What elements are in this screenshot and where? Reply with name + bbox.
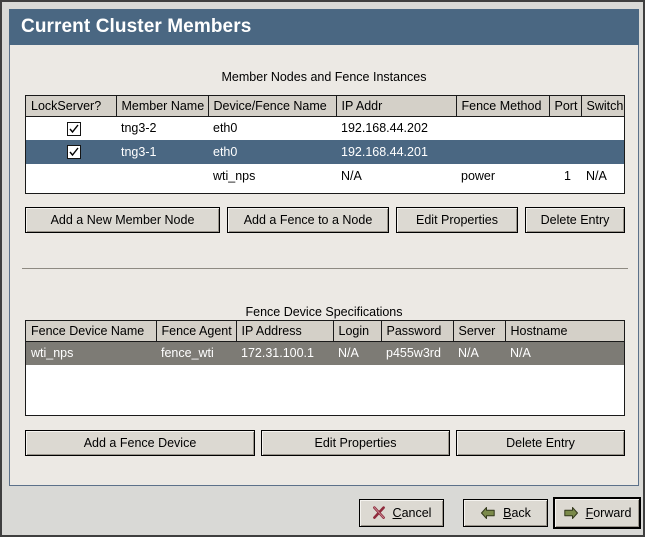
cell-fence-method: [456, 140, 549, 164]
fence-edit-properties-button[interactable]: Edit Properties: [261, 430, 450, 456]
cancel-accel-key: C: [392, 506, 402, 520]
forward-button[interactable]: Forward: [553, 497, 641, 529]
col-password[interactable]: Password: [381, 321, 454, 342]
member-edit-properties-button[interactable]: Edit Properties: [396, 207, 518, 233]
back-accel-key: B: [503, 506, 512, 520]
col-lockserver[interactable]: LockServer?: [26, 96, 117, 117]
cell-device-fence-name: eth0: [208, 140, 336, 164]
col-switch[interactable]: Switch: [581, 96, 624, 117]
cell-port: [549, 116, 581, 140]
cell-ip-addr: 192.168.44.201: [336, 140, 456, 164]
arrow-right-icon: [563, 506, 579, 520]
cell-member-name: [116, 164, 208, 188]
cell-fence-device-name: wti_nps: [26, 341, 156, 365]
col-device-fence-name[interactable]: Device/Fence Name: [208, 96, 337, 117]
cell-ip-addr: 192.168.44.202: [341, 121, 428, 136]
fence-delete-entry-button[interactable]: Delete Entry: [456, 430, 625, 456]
cell-member-name: tng3-2: [121, 121, 157, 136]
cell-device-fence-name: eth0: [213, 121, 238, 136]
cancel-x-icon: [372, 506, 386, 520]
cell-fence-method: power: [461, 169, 496, 183]
cancel-label-suffix: ancel: [401, 506, 432, 520]
cancel-button-label: Cancel: [393, 506, 432, 520]
forward-accel-key: F: [585, 506, 594, 520]
table-row[interactable]: wti_nps fence_wti 172.31.100.1 N/A p455w…: [26, 341, 624, 365]
lockserver-checkbox[interactable]: [66, 121, 81, 136]
col-fence-device-name[interactable]: Fence Device Name: [26, 321, 157, 342]
col-port[interactable]: Port: [549, 96, 582, 117]
table-row[interactable]: wti_nps N/A power 1 N/A: [26, 164, 624, 188]
button-label: Add a New Member Node: [50, 213, 195, 227]
forward-label-suffix: orward: [593, 506, 632, 520]
cell-hostname: N/A: [505, 341, 624, 365]
cell-port: [549, 140, 581, 164]
cell-fence-agent: fence_wti: [156, 341, 236, 365]
cell-fence-method: [456, 116, 549, 140]
cell-lockserver[interactable]: [26, 164, 116, 188]
button-label: Edit Properties: [416, 213, 498, 227]
cell-switch: [581, 140, 624, 164]
table-row[interactable]: tng3-1 eth0 192.168.44.201: [26, 140, 624, 164]
section-divider: [22, 268, 628, 269]
col-server[interactable]: Server: [453, 321, 506, 342]
dialog-footer: Cancel Back Forward: [4, 486, 643, 535]
page-title: Current Cluster Members: [21, 16, 252, 37]
add-fence-device-button[interactable]: Add a Fence Device: [25, 430, 255, 456]
col-fence-agent[interactable]: Fence Agent: [156, 321, 237, 342]
col-ip-addr[interactable]: IP Addr: [336, 96, 457, 117]
cell-member-name: tng3-1: [116, 140, 208, 164]
arrow-left-icon: [480, 506, 496, 520]
fence-devices-grid: Fence Device Name Fence Agent IP Address…: [26, 321, 624, 365]
cell-port: 1: [564, 169, 571, 183]
button-label: Edit Properties: [314, 436, 397, 450]
member-nodes-table[interactable]: LockServer? Member Name Device/Fence Nam…: [25, 95, 625, 194]
table-header-row: Fence Device Name Fence Agent IP Address…: [26, 321, 624, 342]
member-nodes-grid: LockServer? Member Name Device/Fence Nam…: [26, 96, 624, 188]
col-login[interactable]: Login: [333, 321, 382, 342]
col-ip-address[interactable]: IP Address: [236, 321, 334, 342]
lockserver-checkbox[interactable]: [66, 145, 81, 160]
cell-lockserver[interactable]: [26, 116, 116, 140]
add-fence-to-node-button[interactable]: Add a Fence to a Node: [227, 207, 389, 233]
cell-switch: [581, 116, 624, 140]
back-label-suffix: ack: [511, 506, 531, 520]
cell-lockserver[interactable]: [26, 140, 116, 164]
add-new-member-node-button[interactable]: Add a New Member Node: [25, 207, 220, 233]
back-button[interactable]: Back: [463, 499, 548, 527]
button-label: Delete Entry: [540, 213, 610, 227]
back-button-label: Back: [503, 506, 531, 520]
dialog-titlebar: Current Cluster Members: [9, 9, 639, 45]
fence-devices-table[interactable]: Fence Device Name Fence Agent IP Address…: [25, 320, 625, 416]
col-hostname[interactable]: Hostname: [505, 321, 624, 342]
forward-button-label: Forward: [586, 506, 632, 520]
table-row[interactable]: tng3-2 eth0 192.168.44.202: [26, 116, 624, 140]
cancel-button[interactable]: Cancel: [359, 499, 444, 527]
col-fence-method[interactable]: Fence Method: [456, 96, 550, 117]
member-delete-entry-button[interactable]: Delete Entry: [525, 207, 625, 233]
cell-password: p455w3rd: [381, 341, 453, 365]
col-member-name[interactable]: Member Name: [116, 96, 209, 117]
member-section-heading: Member Nodes and Fence Instances: [221, 70, 427, 84]
cell-login: N/A: [333, 341, 381, 365]
cell-server: N/A: [453, 341, 505, 365]
button-label: Add a Fence to a Node: [243, 213, 373, 227]
button-label: Add a Fence Device: [83, 436, 197, 450]
cell-ip-address: 172.31.100.1: [236, 341, 333, 365]
fence-section-heading: Fence Device Specifications: [245, 305, 403, 319]
button-label: Delete Entry: [506, 436, 575, 450]
cell-ip-addr: N/A: [341, 169, 362, 183]
cell-device-fence-name: wti_nps: [213, 169, 256, 183]
dialog-content-panel: Member Nodes and Fence Instances LockSer…: [9, 45, 639, 486]
table-header-row: LockServer? Member Name Device/Fence Nam…: [26, 96, 624, 117]
cell-switch: N/A: [586, 169, 607, 183]
